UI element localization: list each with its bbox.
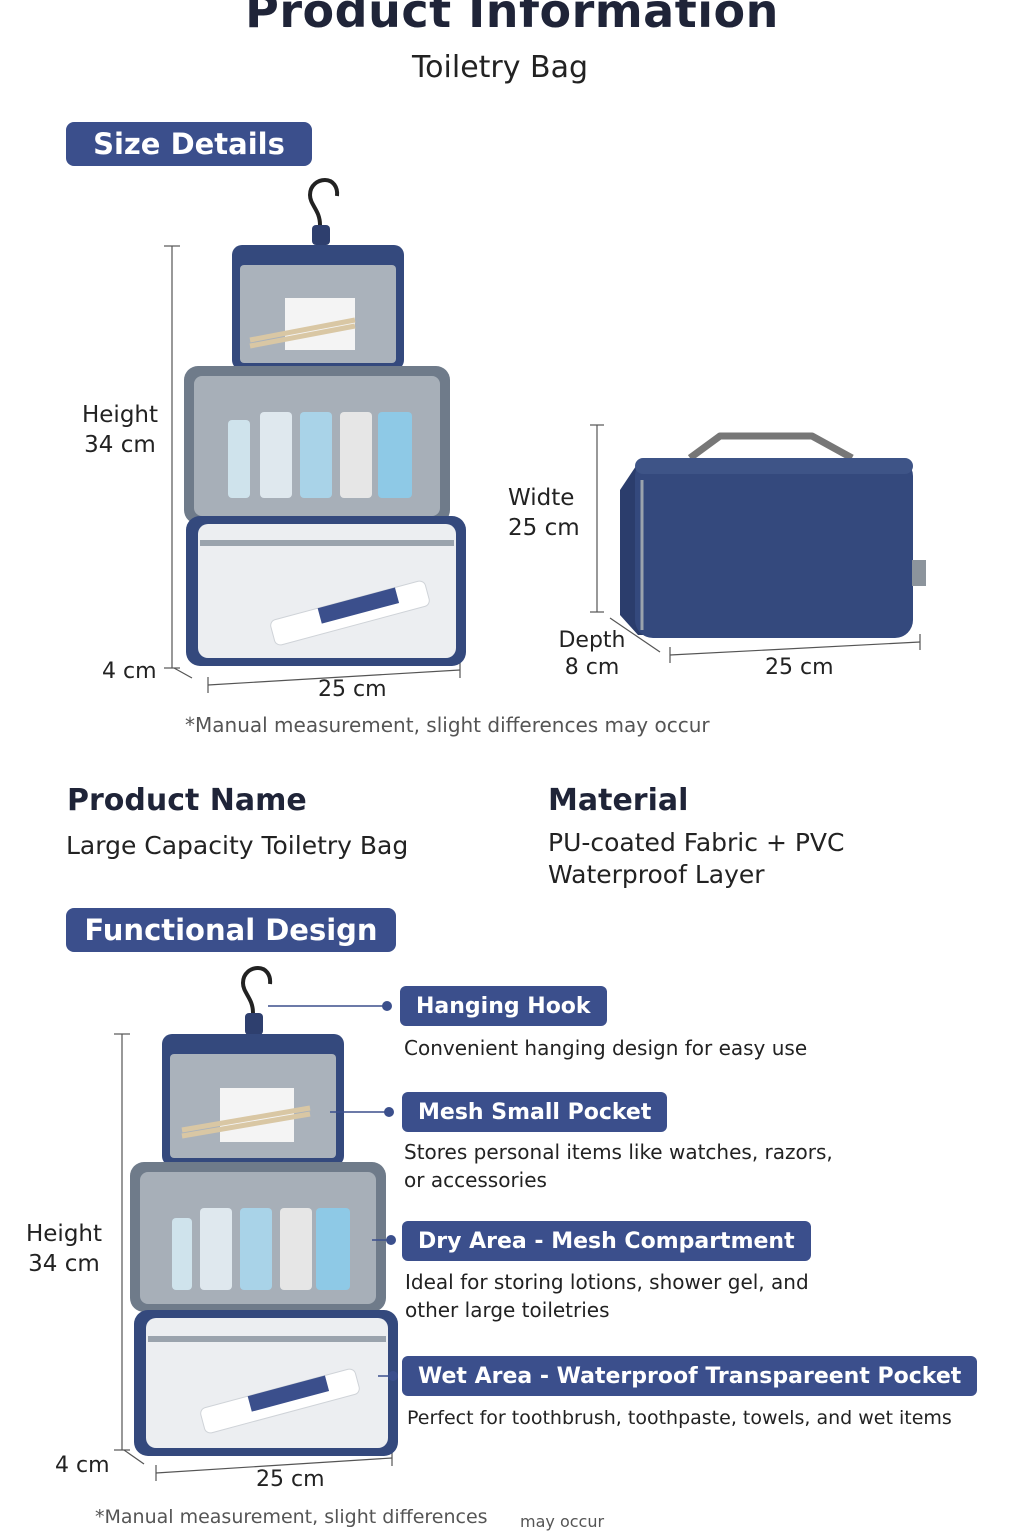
feature-mesh-pocket-desc-line-1: Stores personal items like watches, razo… xyxy=(404,1140,833,1164)
folded-bag-illustration xyxy=(590,424,926,663)
folded-depth-label-text: Depth xyxy=(558,628,626,653)
material-value: PU-coated Fabric + PVC Waterproof Layer xyxy=(548,827,844,891)
material-line-2: Waterproof Layer xyxy=(548,860,765,889)
functional-depth-value: 4 cm xyxy=(55,1453,110,1478)
feature-mesh-pocket-desc-line-2: or accessories xyxy=(404,1168,547,1192)
page-title: Product Information xyxy=(245,0,779,38)
feature-dry-area-tag: Dry Area - Mesh Compartment xyxy=(402,1221,811,1261)
functional-width-value: 25 cm xyxy=(256,1467,325,1492)
size-note: *Manual measurement, slight differences … xyxy=(185,713,710,737)
hanging-bag-illustration xyxy=(164,177,466,693)
material-heading: Material xyxy=(548,783,689,818)
functional-height-label: Height 34 cm xyxy=(22,1219,106,1279)
hanging-height-label-text: Height xyxy=(81,402,159,428)
functional-note-part-1: *Manual measurement, slight differences xyxy=(95,1506,488,1528)
functional-design-badge: Functional Design xyxy=(66,908,396,952)
product-name-heading: Product Name xyxy=(67,783,307,818)
feature-mesh-pocket-desc: Stores personal items like watches, razo… xyxy=(404,1138,833,1194)
feature-dry-area-desc: Ideal for storing lotions, shower gel, a… xyxy=(405,1268,809,1324)
feature-hanging-hook-desc: Convenient hanging design for easy use xyxy=(404,1036,808,1060)
product-name-value: Large Capacity Toiletry Bag xyxy=(66,831,409,860)
feature-wet-area-desc: Perfect for toothbrush, toothpaste, towe… xyxy=(407,1407,952,1429)
functional-height-value: 34 cm xyxy=(28,1251,100,1277)
page-subtitle: Toiletry Bag xyxy=(411,50,589,85)
hanging-height-value: 34 cm xyxy=(84,432,156,458)
size-details-badge: Size Details xyxy=(66,122,312,166)
functional-note-part-2: may occur xyxy=(520,1512,605,1531)
feature-dry-area-desc-line-2: other large toiletries xyxy=(405,1298,610,1322)
folded-width-label-text: Widte xyxy=(508,485,575,511)
functional-bag-illustration xyxy=(114,965,398,1481)
hanging-depth-value: 4 cm xyxy=(102,659,157,684)
folded-width-label: Widte 25 cm xyxy=(508,483,580,543)
folded-depth-value: 8 cm xyxy=(564,655,620,680)
folded-length-value: 25 cm xyxy=(765,655,834,680)
feature-mesh-pocket-tag: Mesh Small Pocket xyxy=(402,1092,668,1132)
hanging-width-value: 25 cm xyxy=(318,677,387,702)
feature-dry-area-desc-line-1: Ideal for storing lotions, shower gel, a… xyxy=(405,1270,809,1294)
material-line-1: PU-coated Fabric + PVC xyxy=(548,828,845,857)
hanging-height-label: Height 34 cm xyxy=(78,400,162,460)
folded-depth-label: Depth 8 cm xyxy=(556,627,628,681)
feature-wet-area-tag: Wet Area - Waterproof Transpareent Pocke… xyxy=(402,1356,978,1396)
folded-width-value: 25 cm xyxy=(508,515,580,541)
feature-hanging-hook-tag: Hanging Hook xyxy=(400,986,607,1026)
functional-height-label-text: Height xyxy=(25,1221,103,1247)
